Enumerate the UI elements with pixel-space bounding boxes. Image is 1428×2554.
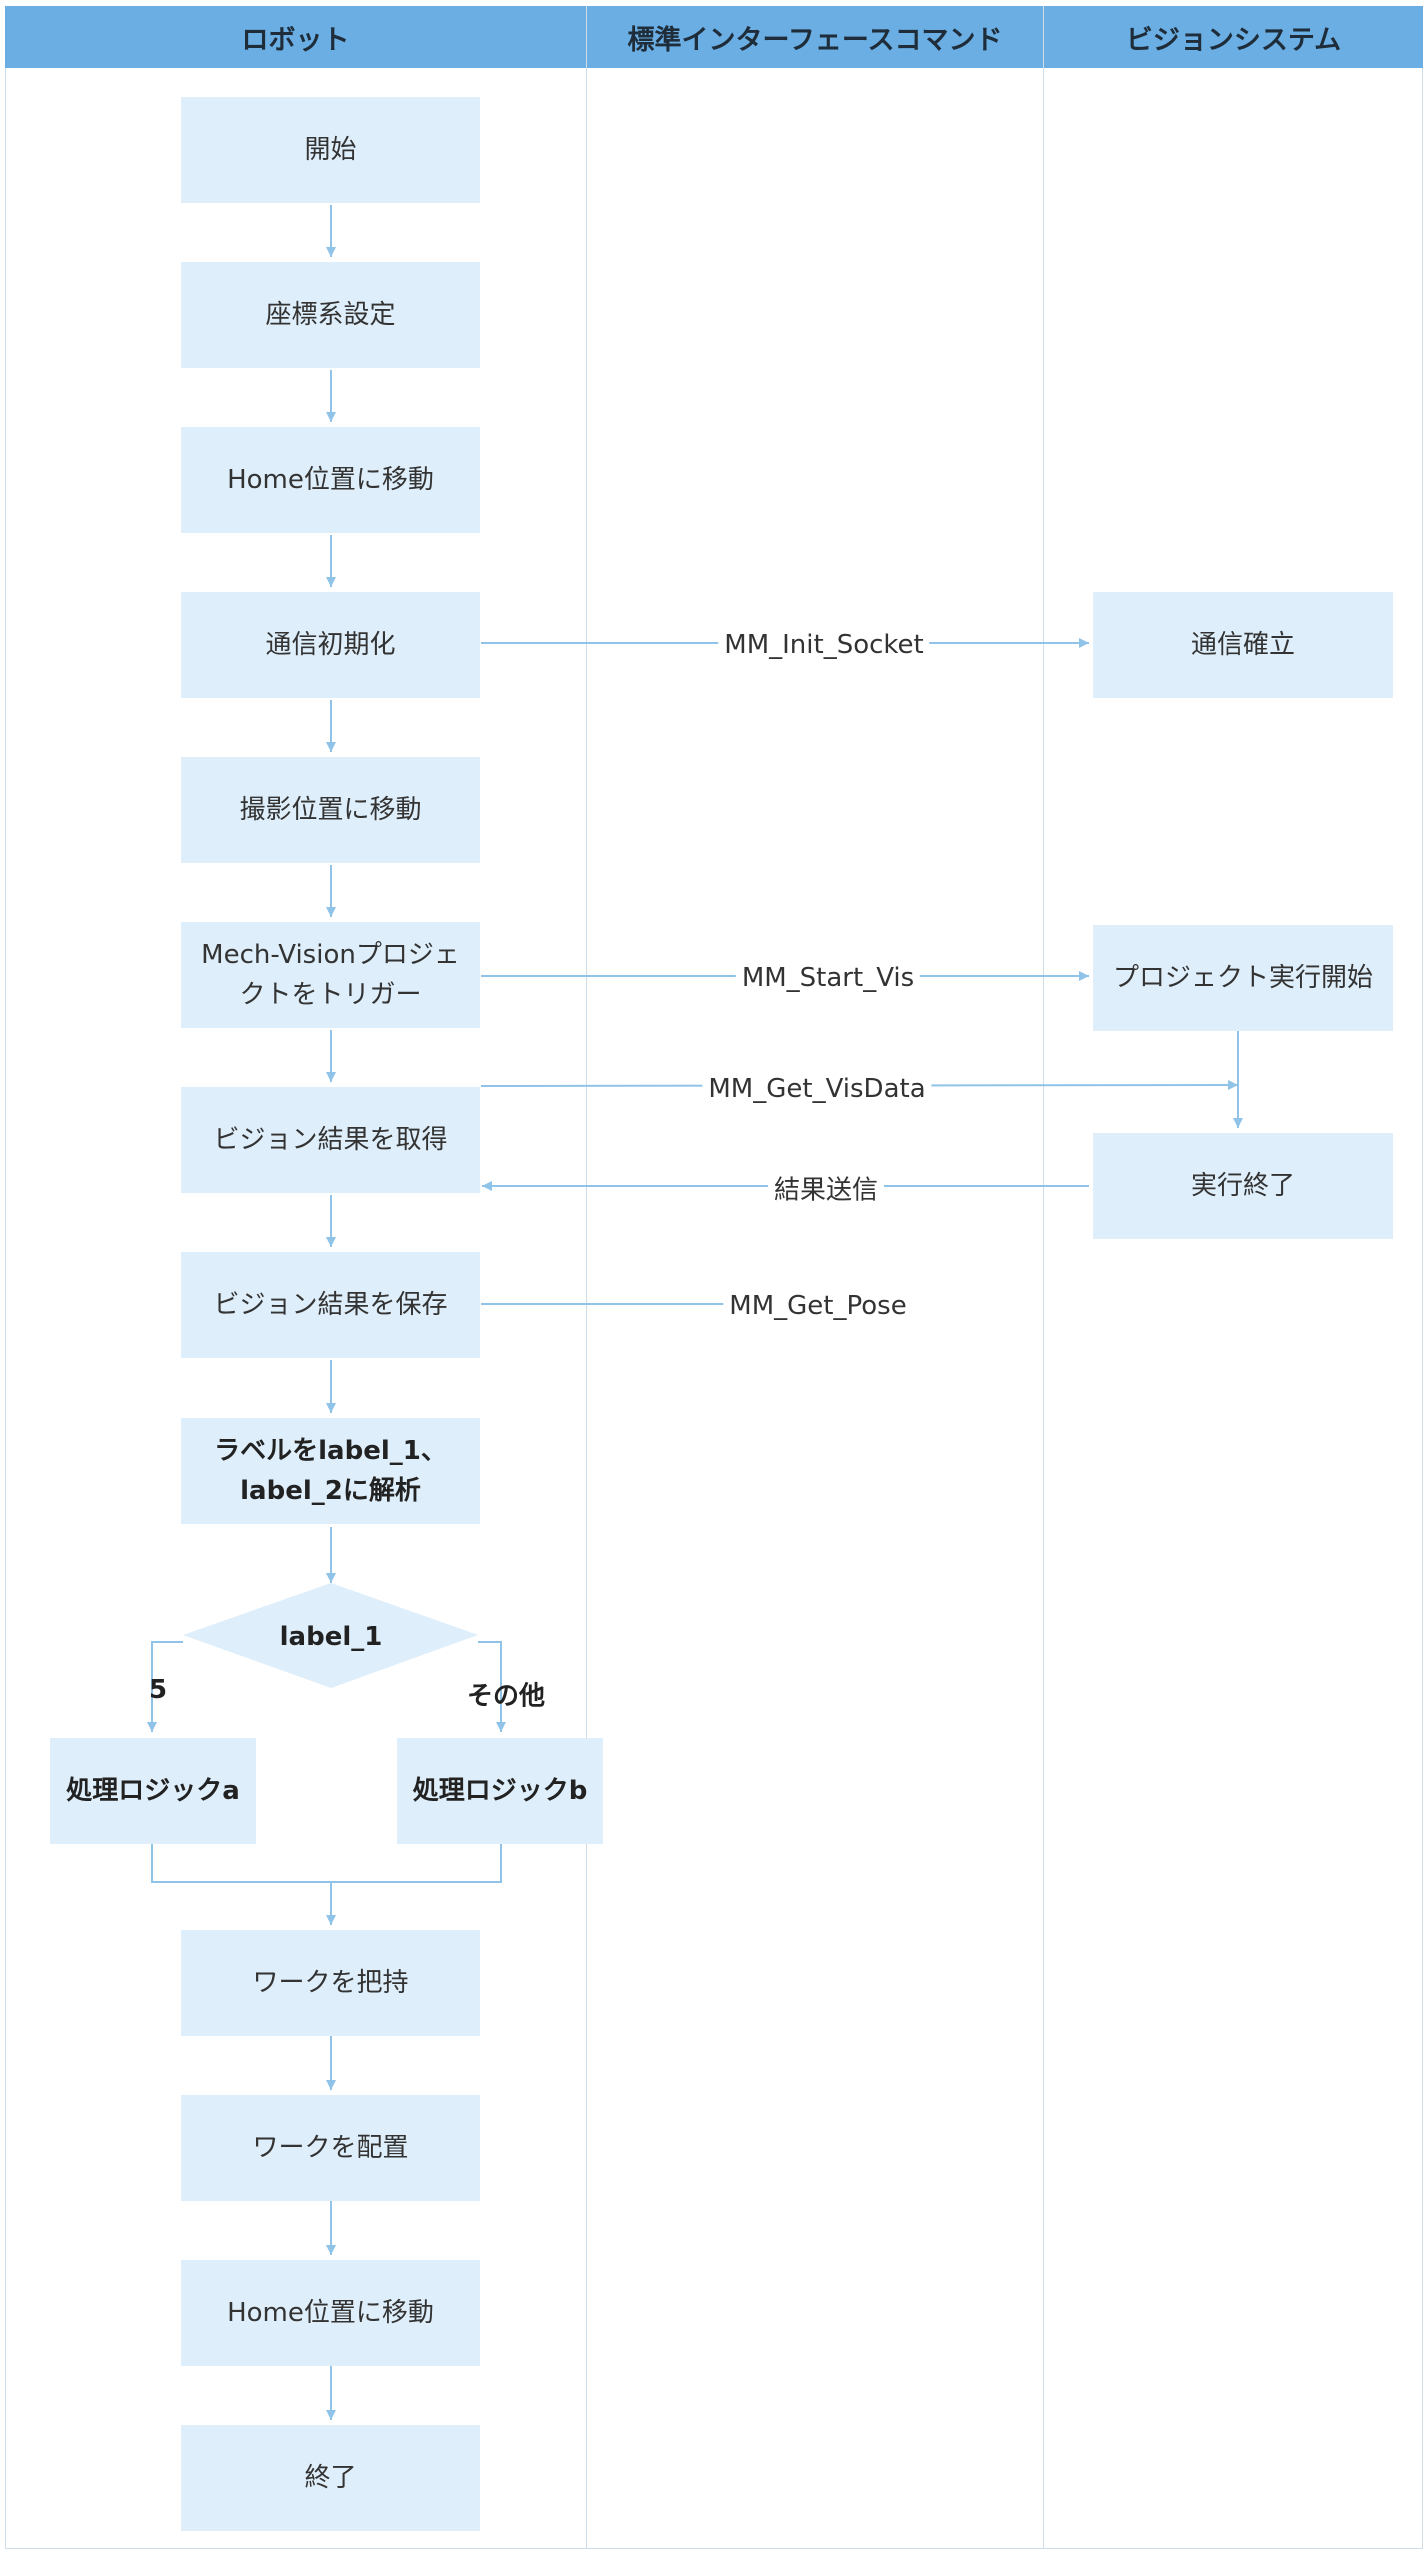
node-end: 終了: [181, 2425, 480, 2531]
node-move-home: Home位置に移動: [181, 427, 480, 533]
lane-header-robot: ロボット: [5, 6, 586, 68]
arrow-branch-b: [478, 1641, 506, 1732]
node-move-home-final: Home位置に移動: [181, 2260, 480, 2366]
edge-label-get-visdata: MM_Get_VisData: [702, 1074, 932, 1104]
lane-divider-1: [586, 6, 587, 2549]
node-grip-work: ワークを把持: [181, 1930, 480, 2036]
edge-label-start-vis: MM_Start_Vis: [735, 963, 921, 993]
node-move-capture: 撮影位置に移動: [181, 757, 480, 863]
lane-header-vision: ビジョンシステム: [1044, 6, 1423, 68]
node-comm-established: 通信確立: [1093, 592, 1393, 698]
node-start: 開始: [181, 97, 480, 203]
edge-label-result-send: 結果送信: [767, 1169, 885, 1207]
branch-label-five: 5: [148, 1675, 168, 1705]
edge-label-get-pose: MM_Get_Pose: [723, 1291, 913, 1321]
node-project-start: プロジェクト実行開始: [1093, 925, 1393, 1031]
decision-label: label_1: [279, 1622, 383, 1652]
node-place-work: ワークを配置: [181, 2095, 480, 2201]
node-save-vision-result: ビジョン結果を保存: [181, 1252, 480, 1358]
node-comm-init: 通信初期化: [181, 592, 480, 698]
node-get-vision-result: ビジョン結果を取得: [181, 1087, 480, 1193]
decision-diamond: [183, 1583, 478, 1688]
lane-divider-2: [1043, 6, 1044, 2549]
merge-line: [151, 1840, 502, 1883]
arrow-branch-a: [147, 1641, 183, 1732]
node-exec-end: 実行終了: [1093, 1133, 1393, 1239]
node-logic-b: 処理ロジックb: [397, 1738, 603, 1844]
edge-label-init-socket: MM_Init_Socket: [718, 630, 930, 660]
node-trigger-project: Mech-Visionプロジェ クトをトリガー: [181, 922, 480, 1028]
node-parse-labels: ラベルをlabel_1、 label_2に解析: [181, 1418, 480, 1524]
branch-label-other: その他: [466, 1681, 546, 1712]
node-logic-a: 処理ロジックa: [50, 1738, 256, 1844]
node-coordinate-setup: 座標系設定: [181, 262, 480, 368]
lane-header-interface: 標準インターフェースコマンド: [587, 6, 1043, 68]
